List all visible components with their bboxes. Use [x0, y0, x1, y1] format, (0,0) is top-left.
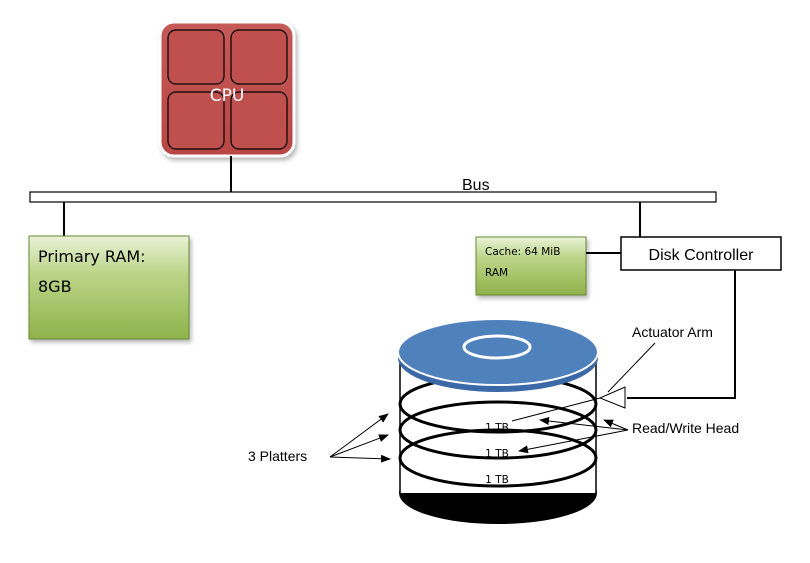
cpu-cores	[167, 29, 288, 150]
platter-2-capacity: 1 TB	[485, 448, 509, 460]
actuator-arm	[598, 386, 626, 409]
primary-ram-size: 8GB	[38, 277, 72, 296]
platter-3-capacity: 1 TB	[485, 474, 509, 486]
bus-label: Bus	[462, 177, 490, 194]
actuator-arm-label: Actuator Arm	[632, 324, 713, 340]
read-write-arm	[511, 397, 601, 422]
disk-controller-box	[620, 236, 782, 271]
platter-arrow-1	[329, 413, 389, 458]
platter-2	[398, 429, 598, 460]
system-bus	[29, 191, 717, 203]
head-arrow-1	[539, 417, 629, 431]
cache-label: Cache: 64 MiB	[485, 246, 560, 258]
disk-controller-label: Disk Controller	[649, 247, 755, 264]
actuator-arm-pointer	[607, 342, 656, 393]
head-arrow-2	[518, 429, 629, 454]
controller-actuator-connector	[627, 270, 736, 399]
platter-arrow-2	[329, 434, 389, 458]
read-write-head-label: Read/Write Head	[632, 420, 739, 436]
hard-disk	[397, 318, 599, 524]
primary-ram-label: Primary RAM:	[38, 247, 146, 266]
platters-label: 3 Platters	[248, 448, 307, 464]
primary-ram-box	[28, 235, 190, 340]
spindle-hole	[462, 334, 532, 360]
platter-3	[398, 457, 598, 488]
cache-box	[475, 236, 587, 296]
platter-1	[398, 403, 598, 434]
head-arrow-3	[603, 419, 629, 431]
top-platter	[397, 318, 599, 386]
cache-label-ram: RAM	[485, 267, 508, 279]
platter-arrow-3	[329, 454, 391, 463]
platter-1-capacity: 1 TB	[485, 422, 509, 434]
cpu-label: CPU	[210, 86, 245, 106]
